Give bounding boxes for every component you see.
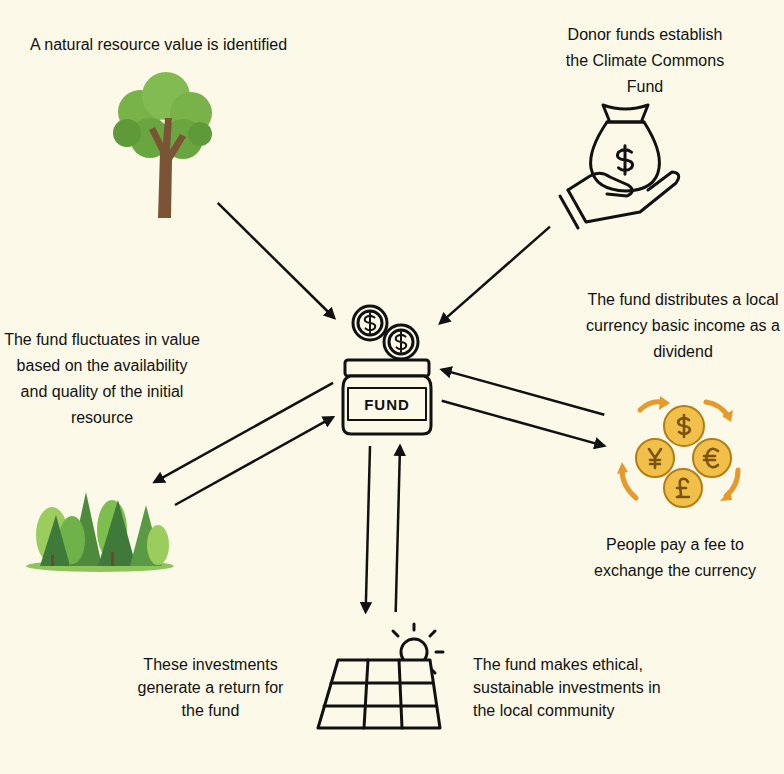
caption-text: A natural resource value is identified xyxy=(30,32,340,58)
currency-node: The fund distributes a local currency ba… xyxy=(612,392,746,510)
money-bag-icon xyxy=(560,105,679,228)
tree-icon xyxy=(113,72,212,218)
donor-node: Donor funds establish the Climate Common… xyxy=(556,98,684,232)
flow-arrow xyxy=(396,446,400,612)
forest-icon xyxy=(26,492,174,572)
coins-icon xyxy=(617,396,738,507)
solar-panel-icon xyxy=(318,624,443,728)
caption-text: People pay a fee to exchange the currenc… xyxy=(585,532,765,584)
caption-text: The fund distributes a local currency ba… xyxy=(585,287,781,365)
fund-jar-icon xyxy=(343,306,431,434)
flow-arrow xyxy=(366,446,370,612)
forest-node: The fund fluctuates in value based on th… xyxy=(34,486,168,572)
flow-arrow xyxy=(440,227,550,324)
caption-text: The fund makes ethical, sustainable inve… xyxy=(473,653,661,722)
caption-text: The fund fluctuates in value based on th… xyxy=(4,327,200,431)
fund-node: FUND xyxy=(340,302,434,438)
resource-node: A natural resource value is identified xyxy=(116,80,212,220)
solar-node: These investments generate a return for … xyxy=(314,620,444,732)
caption-text: FUND xyxy=(340,395,434,415)
flow-arrow xyxy=(218,203,335,318)
caption-text: These investments generate a return for … xyxy=(128,653,293,722)
caption-text: Donor funds establish the Climate Common… xyxy=(555,22,735,100)
flow-arrow xyxy=(175,417,333,505)
flow-arrow xyxy=(442,370,605,415)
